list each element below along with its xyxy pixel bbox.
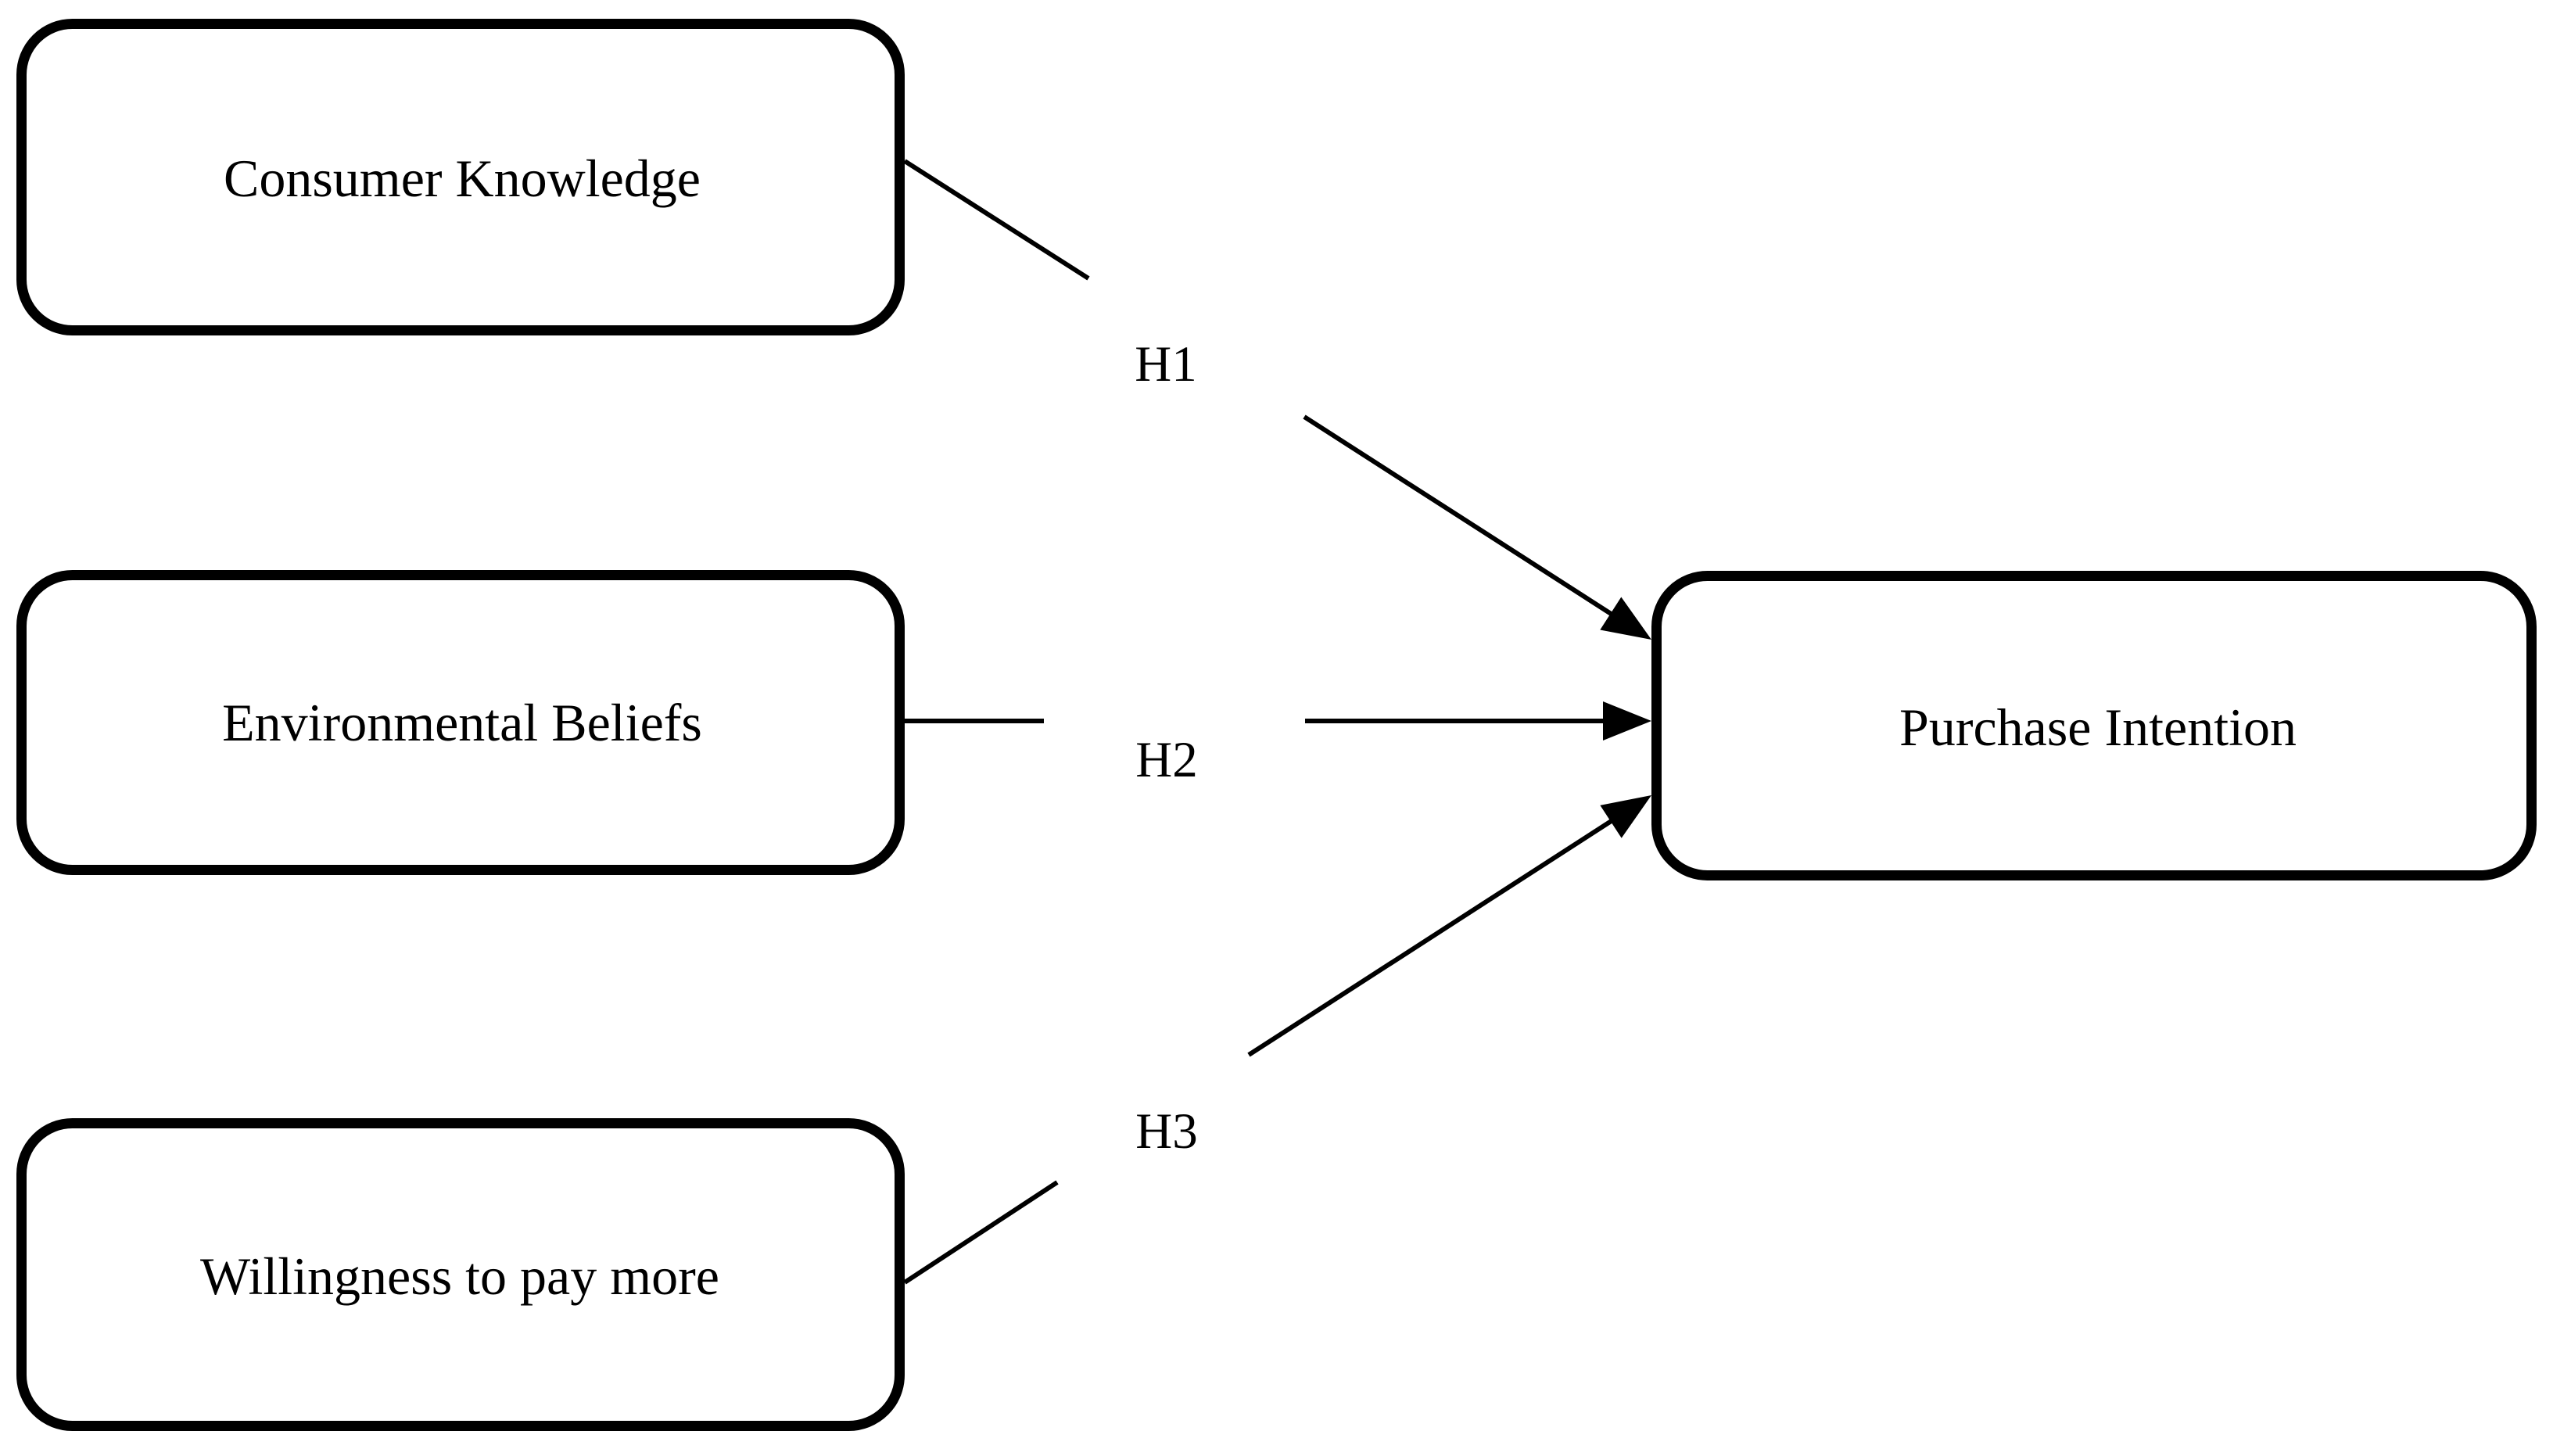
edge-h3-segment-a [903, 1180, 1059, 1285]
consumer-knowledge-box [16, 19, 905, 335]
node-environmental-beliefs: Environmental Beliefs [16, 570, 905, 875]
edge-h1-segment-a [903, 159, 1090, 281]
edge-h2-label: H2 [1135, 732, 1197, 788]
edge-h1-arrowhead-icon [1600, 597, 1651, 640]
edge-h1-segment-b [1303, 414, 1647, 638]
willingness-to-pay-more-label: Willingness to pay more [200, 1246, 719, 1306]
edge-h3: H3 [903, 795, 1651, 1285]
node-purchase-intention: Purchase Intention [1651, 571, 2537, 880]
edge-h2: H2 [905, 701, 1651, 788]
edge-h1: H1 [903, 159, 1651, 640]
edge-h3-arrowhead-icon [1600, 795, 1651, 838]
willingness-to-pay-more-box [16, 1118, 905, 1431]
node-consumer-knowledge: Consumer Knowledge [16, 19, 905, 335]
edge-h2-arrowhead-icon [1603, 701, 1651, 741]
environmental-beliefs-label: Environmental Beliefs [222, 693, 702, 752]
edge-h3-segment-b [1247, 797, 1647, 1057]
edge-h3-label: H3 [1135, 1103, 1197, 1160]
edge-h1-label: H1 [1135, 336, 1196, 393]
consumer-knowledge-label: Consumer Knowledge [224, 149, 701, 208]
environmental-beliefs-box [16, 570, 905, 875]
purchase-intention-label: Purchase Intention [1899, 698, 2297, 757]
purchase-intention-box [1651, 571, 2537, 880]
node-willingness-to-pay-more: Willingness to pay more [16, 1118, 905, 1431]
